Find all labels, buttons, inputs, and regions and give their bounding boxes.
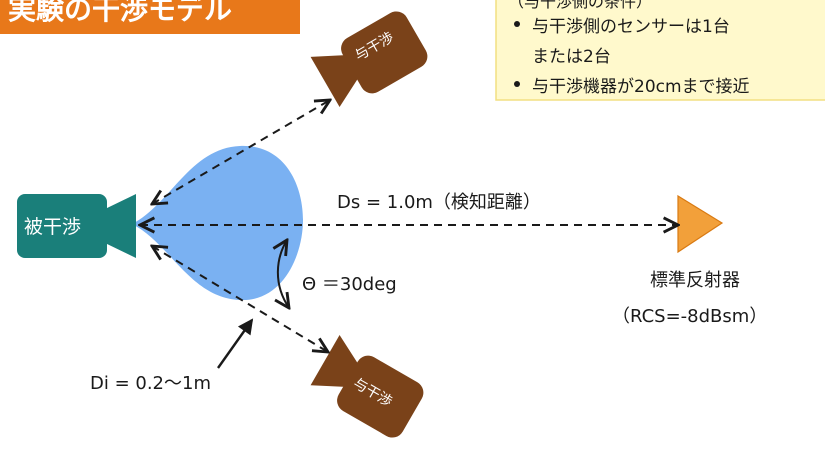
reflector-name: 標準反射器 (650, 270, 740, 291)
bullet-3 (514, 81, 520, 87)
title-background (0, 0, 300, 34)
conditions-note: （与干渉側の条件） 与干渉側のセンサーは1台 または2台 与干渉機器が20cmま… (496, 0, 825, 100)
victim-sensor (17, 194, 136, 258)
reflector-triangle (677, 194, 724, 254)
angle-label: Θ ＝30deg (302, 274, 397, 295)
victim-label: 被干渉 (24, 216, 82, 238)
reflector-rcs: （RCS=-8dBsm） (612, 306, 768, 327)
condition-item: 与干渉側のセンサーは1台 (532, 17, 730, 37)
angle-arc (278, 240, 289, 308)
condition-item: 与干渉機器が20cmまで接近 (532, 77, 750, 97)
di-pointer-arrow (217, 318, 254, 369)
condition-item: または2台 (532, 47, 611, 67)
conditions-note-background (495, 0, 825, 101)
interferer-camera-bottom (310, 335, 424, 438)
bullet-1 (514, 21, 520, 27)
title-box: 実験の干渉モデル (0, 0, 300, 34)
interferer-camera-top (310, 11, 428, 108)
detection-distance-label: Ds = 1.0m（検知距離） (337, 192, 541, 213)
page-title: 実験の干渉モデル (8, 0, 233, 26)
interferer-path-bottom (152, 246, 328, 352)
conditions-heading: （与干渉側の条件） (508, 0, 653, 11)
interference-distance-label: Di = 0.2〜1m (90, 373, 211, 394)
interferer-path-top (152, 100, 330, 204)
